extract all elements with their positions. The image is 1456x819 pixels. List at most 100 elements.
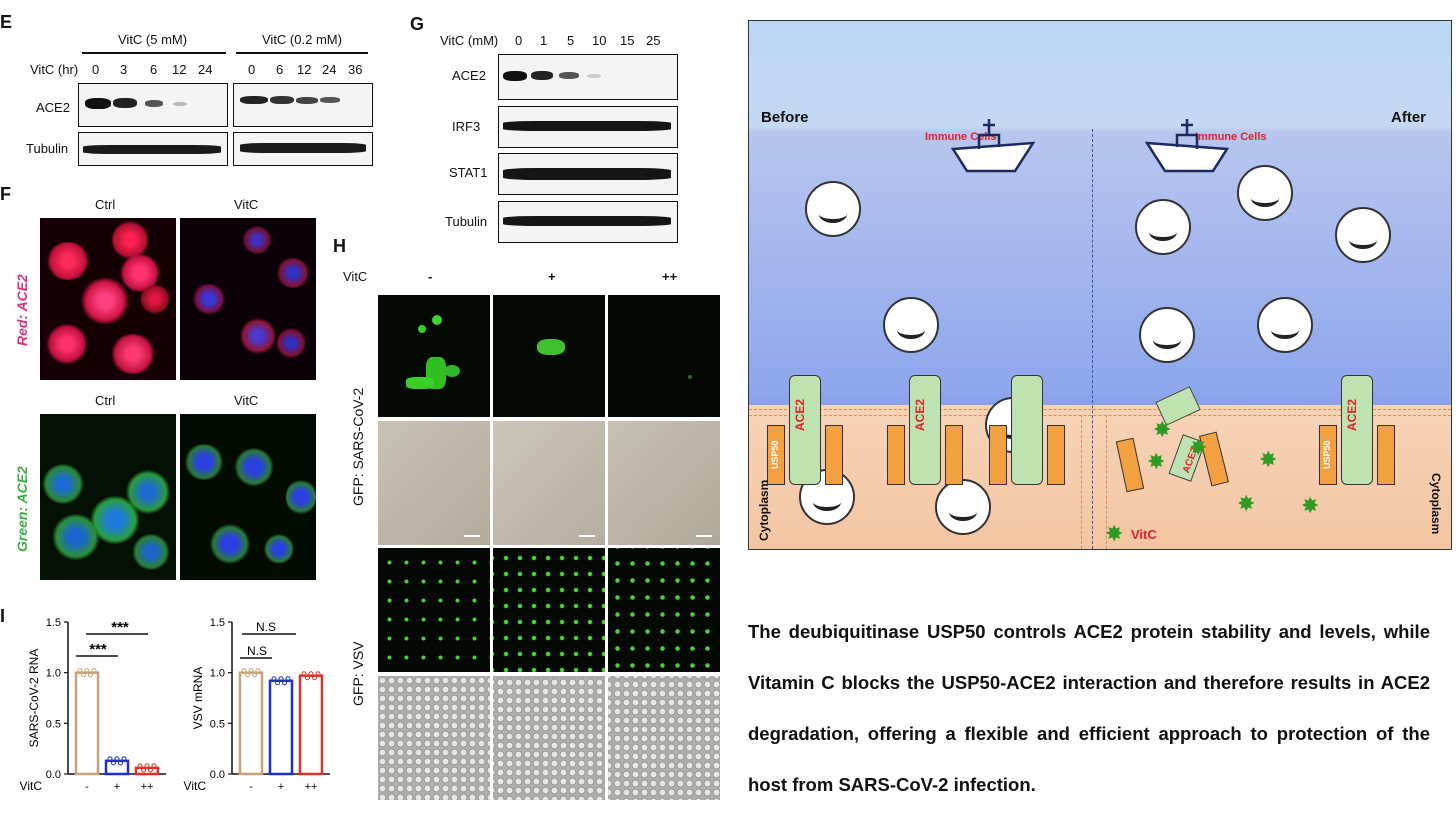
g-blot-irf3 [498, 106, 678, 148]
e-blot-tubulin-02mm [233, 132, 373, 166]
virus-face [1349, 231, 1377, 249]
g-blot-stat1 [498, 153, 678, 195]
data-point [144, 763, 150, 769]
panel-label-g: G [410, 14, 425, 34]
e-blot-ace2-5mm [78, 83, 228, 127]
usp50-protein [825, 425, 843, 485]
e-time: 36 [348, 62, 363, 77]
data-point [301, 671, 307, 677]
vitc-star-icon: ✸ [1189, 435, 1208, 460]
vitc-star-icon: ✸ [1301, 493, 1320, 518]
diagram-after: After [1391, 109, 1427, 126]
usp50-protein [1377, 425, 1395, 485]
h-cond-minus: - [428, 269, 433, 284]
ace2-label: ACE2 [793, 398, 807, 431]
bar [104, 759, 130, 776]
h-bf-vsv-minus [378, 676, 490, 800]
virus-face [1271, 321, 1299, 339]
h-gfp-vsv-plusplus [608, 548, 720, 672]
data-point [121, 756, 127, 762]
cytoplasm-right: Cytoplasm [1429, 473, 1443, 535]
e-row-tubulin: Tubulin [26, 141, 69, 156]
vitc-label: VitC [1131, 527, 1157, 542]
f-image-green-vitc [180, 414, 316, 580]
data-point [107, 756, 113, 762]
e-group1: VitC (5 mM) [118, 32, 188, 47]
g-row-ace2: ACE2 [452, 68, 486, 83]
e-group2-line [236, 52, 368, 54]
x-axis-label: VitC [20, 779, 43, 793]
e-time: 12 [172, 62, 187, 77]
f-col-vitc-2: VitC [234, 393, 259, 408]
diagram-before: Before [761, 109, 809, 126]
ace2-receptor [789, 375, 821, 485]
bar [74, 671, 100, 776]
h-row-header: VitC [343, 269, 368, 284]
g-blot-tubulin [498, 201, 678, 243]
data-point [245, 672, 250, 678]
e-time: 24 [198, 62, 213, 77]
h-side-label-vsv: GFP: VSV [350, 641, 366, 706]
e-time: 0 [92, 62, 100, 77]
data-point [305, 675, 310, 681]
f-green-label: Green: ACE2 [14, 466, 30, 552]
f-image-red-vitc [180, 218, 316, 380]
data-point [111, 760, 116, 766]
bar [238, 671, 264, 776]
sig-label: *** [89, 641, 107, 658]
g-dose: 15 [620, 33, 635, 48]
data-point [81, 672, 86, 678]
h-bf-sars-plusplus [608, 421, 720, 545]
virus-icon [1139, 307, 1195, 363]
e-time: 0 [248, 62, 256, 77]
data-point [137, 763, 143, 769]
ace2-label: ACE2 [913, 398, 927, 431]
h-gfp-vsv-minus [378, 548, 490, 672]
f-col-vitc: VitC [234, 197, 259, 212]
x-axis-label: VitC [184, 779, 207, 793]
virus-face [897, 321, 925, 339]
data-point [255, 668, 261, 674]
data-point [241, 668, 247, 674]
h-gfp-vsv-plus [493, 548, 605, 672]
immune-ship-icon [950, 119, 1036, 173]
f-col-ctrl: Ctrl [95, 197, 116, 212]
bar [298, 674, 324, 776]
y-axis-label: SARS-CoV-2 RNA [27, 649, 41, 748]
usp50-protein [1319, 425, 1337, 485]
y-tick-label: 0.5 [46, 718, 61, 730]
f-image-red-ctrl [40, 218, 176, 380]
vitc-star-icon: ✸ [1237, 491, 1256, 516]
virus-face [819, 205, 847, 223]
x-tick-label: - [249, 781, 253, 793]
sig-label: N.S [256, 620, 276, 634]
h-gfp-sars-plus [493, 295, 605, 417]
data-point [248, 668, 254, 674]
virus-icon [1257, 297, 1313, 353]
h-side-label-sars: GFP: SARS-CoV-2 [350, 387, 366, 506]
e-time: 6 [276, 62, 284, 77]
virus-icon [1335, 207, 1391, 263]
virus-icon [805, 181, 861, 237]
immune-label-after: Immune Cells [1195, 131, 1267, 143]
immune-ship-icon [1144, 119, 1230, 173]
sig-label: N.S [247, 644, 267, 658]
y-tick-label: 0.0 [210, 769, 225, 781]
h-bf-vsv-plusplus [608, 676, 720, 800]
g-row-irf3: IRF3 [452, 119, 481, 134]
g-row-stat1: STAT1 [449, 165, 488, 180]
data-point [148, 767, 153, 773]
virus-icon [935, 479, 991, 535]
f-col-ctrl-2: Ctrl [95, 393, 116, 408]
g-dose: 5 [567, 33, 575, 48]
g-dose: 0 [515, 33, 523, 48]
virus-icon [1135, 199, 1191, 255]
y-tick-label: 1.5 [46, 617, 61, 629]
y-tick-label: 0.0 [46, 769, 61, 781]
bar [134, 766, 160, 776]
data-point [84, 668, 90, 674]
e-time: 24 [322, 62, 337, 77]
data-point [282, 680, 287, 686]
ace2-receptor [909, 375, 941, 485]
data-point [278, 676, 284, 682]
